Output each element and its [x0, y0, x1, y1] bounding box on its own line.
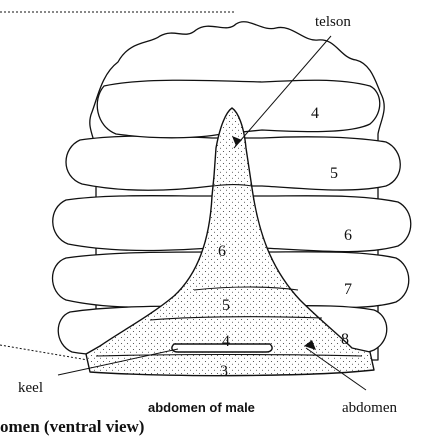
abdomen-number-4: 4	[222, 333, 230, 350]
abdomen-number-5: 5	[222, 297, 230, 314]
thorax-number-7: 7	[344, 281, 352, 298]
thorax-number-8: 8	[341, 331, 349, 348]
caption-abdomen-of-male: abdomen of male	[148, 400, 255, 415]
label-telson: telson	[315, 14, 351, 30]
abdomen-number-6: 6	[218, 243, 226, 260]
thorax-number-6: 6	[344, 227, 352, 244]
label-abdomen: abdomen	[342, 400, 397, 416]
label-keel: keel	[18, 380, 43, 396]
abdomen-number-3: 3	[220, 363, 228, 380]
thorax-number-4: 4	[311, 105, 319, 122]
thorax-number-5: 5	[330, 165, 338, 182]
bottom-heading: omen (ventral view)	[0, 417, 144, 436]
